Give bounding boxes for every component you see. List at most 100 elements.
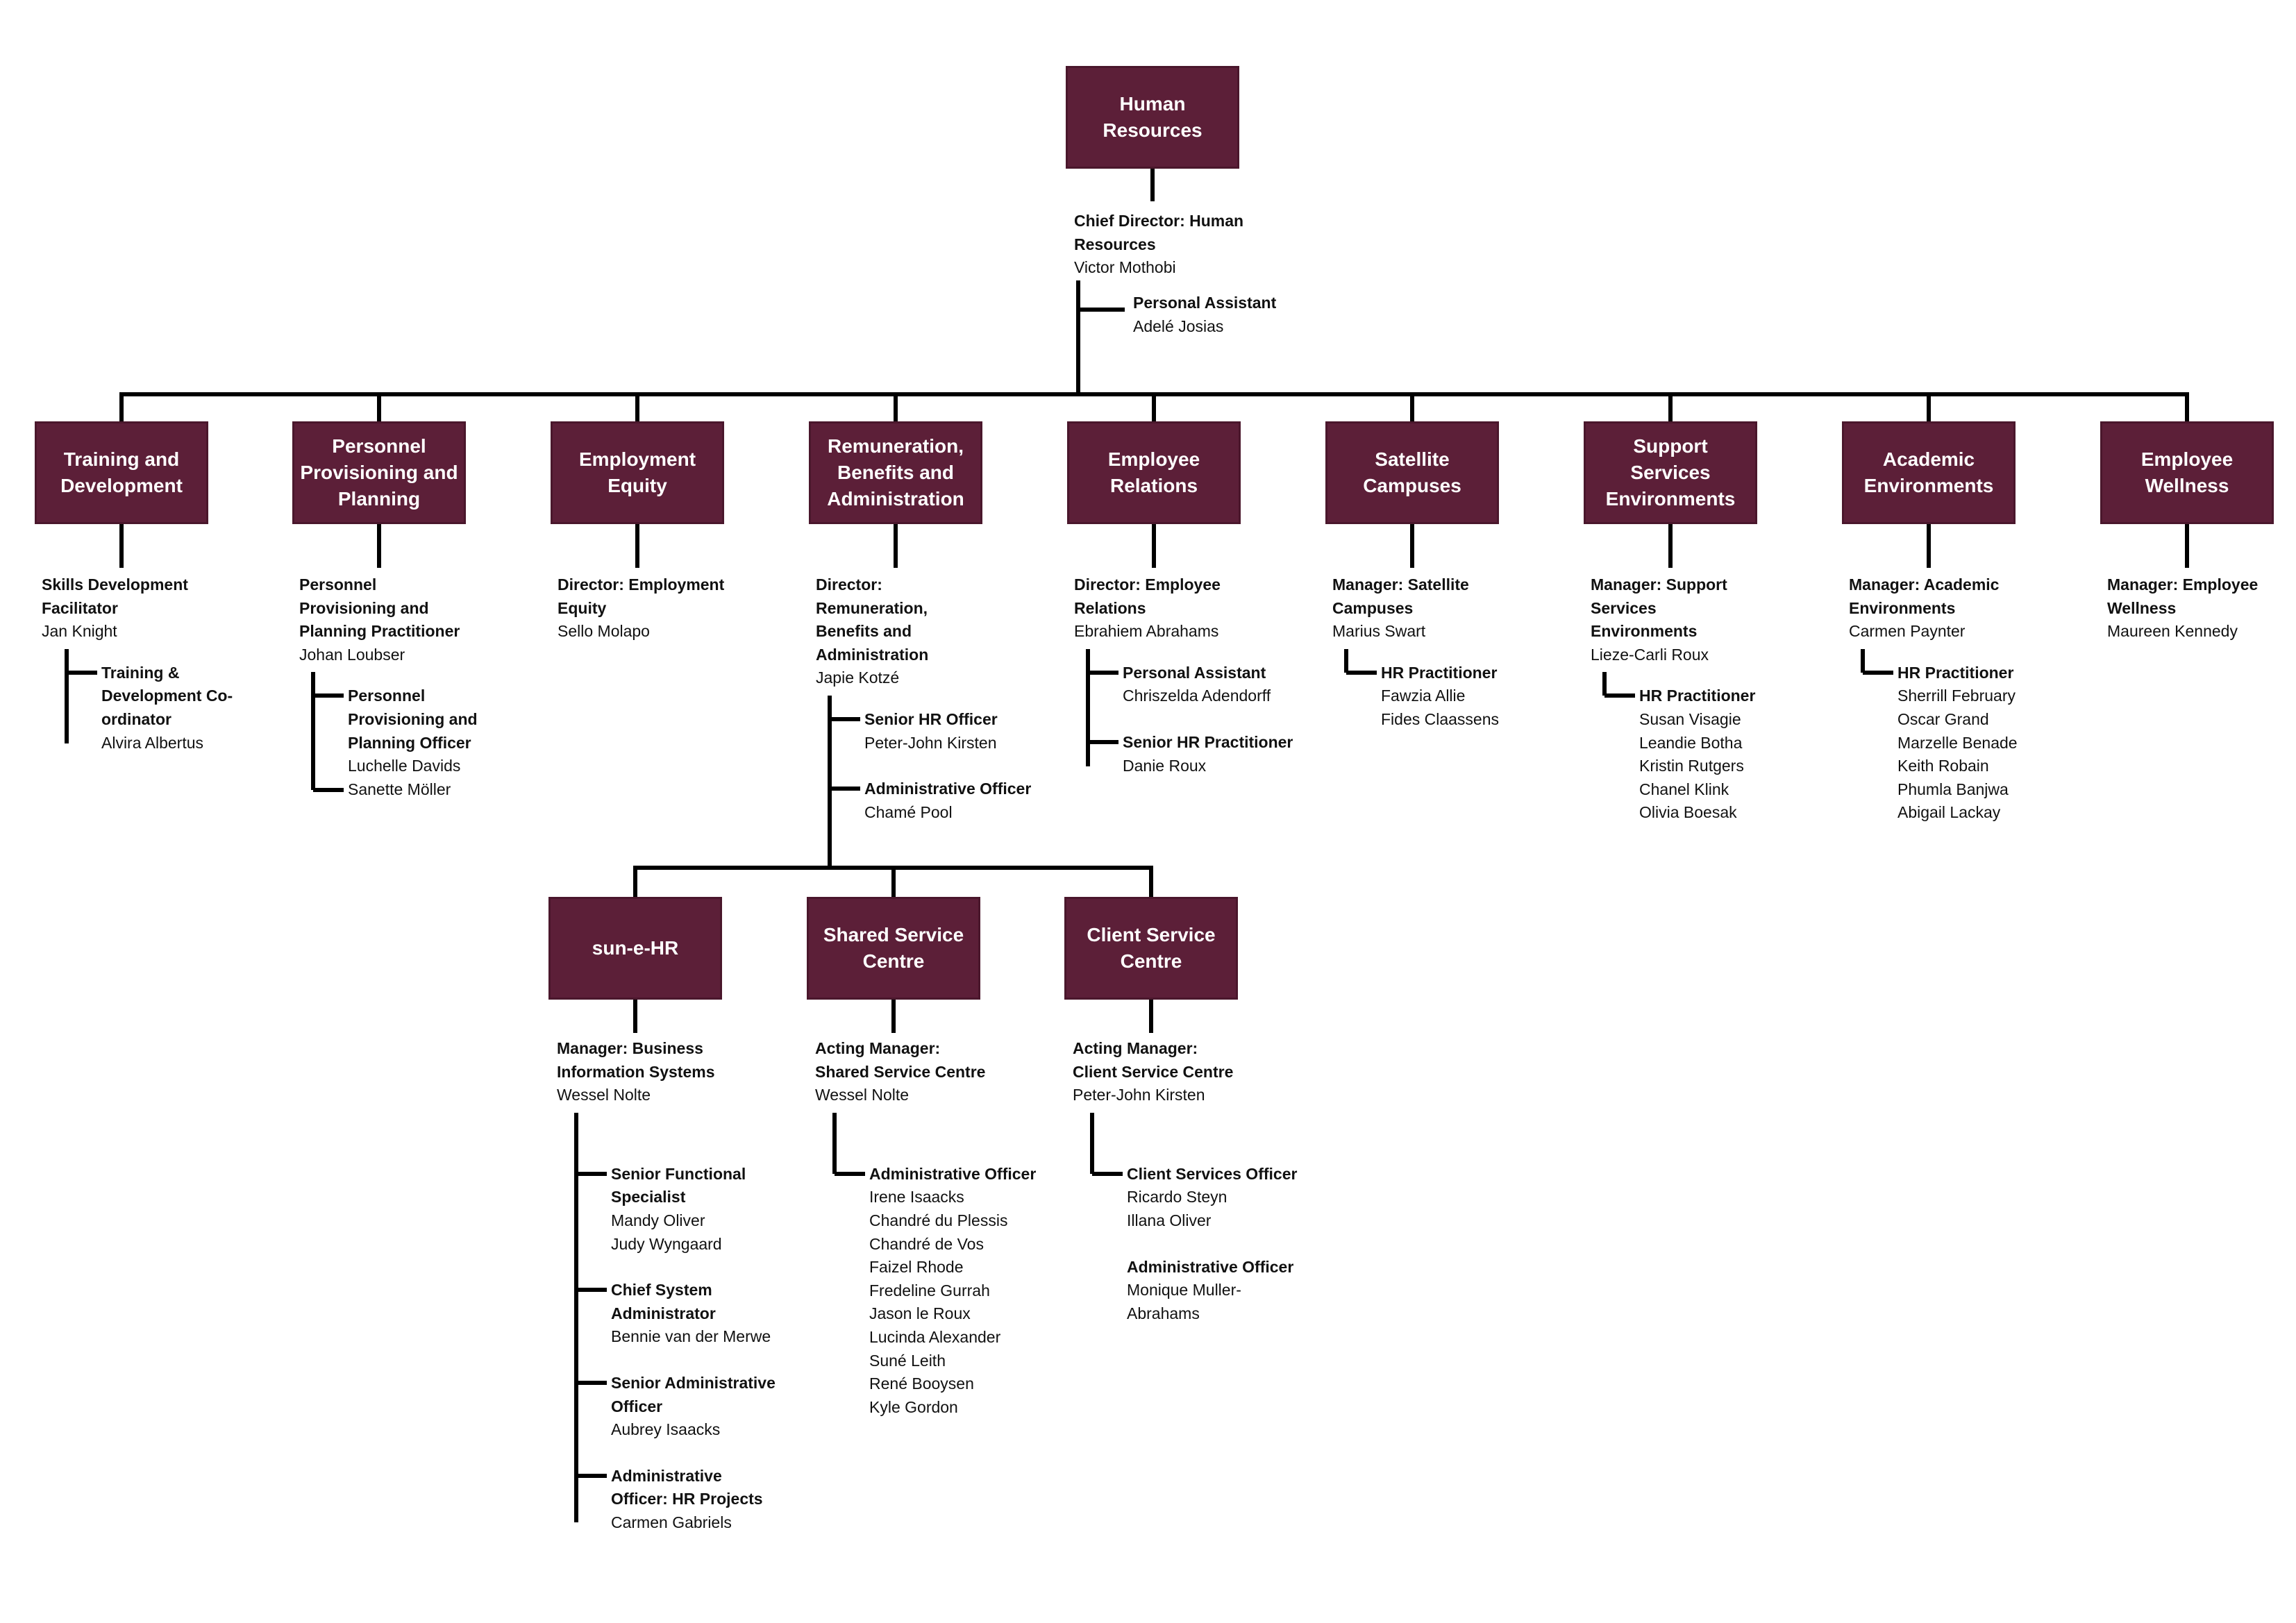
dept-satellite-sub-0-names: Fawzia Allie Fides Claassens	[1381, 687, 1500, 728]
dept-head-equity-names: Sello Molapo	[558, 622, 650, 641]
dept-head-training-names: Jan Knight	[42, 622, 117, 641]
dept-branch-academic-0	[1863, 670, 1893, 675]
subunit-head-suneh-names: Wessel Nolte	[557, 1086, 651, 1104]
dept-trunk-relations	[1086, 648, 1090, 767]
subunit-box-ssc: Shared Service Centre	[807, 897, 980, 1000]
dept-support-sub-0-names: Susan Visagie Leandie Botha Kristin Rutg…	[1639, 709, 1744, 822]
dept-head-connector-support	[1668, 524, 1673, 568]
dept-box-satellite: Satellite Campuses	[1325, 421, 1499, 524]
dept-box-equity: Employment Equity	[551, 421, 724, 524]
dept-branch-relations-0	[1088, 670, 1118, 675]
dept-provisioning-sub-0-names: Luchelle Davids Sanette Möller	[348, 757, 461, 798]
dept-satellite-sub-0-title: HR Practitioner	[1381, 663, 1498, 682]
dept-provisioning-sub-0: Personnel Provisioning and Planning Offi…	[348, 684, 556, 801]
dept-head-relations-names: Ebrahiem Abrahams	[1074, 622, 1219, 641]
dept-training-sub-0-names: Alvira Albertus	[101, 733, 204, 752]
dept-remuneration-sub-0-names: Peter-John Kirsten	[864, 733, 997, 752]
dept-branch-remuneration-0	[830, 717, 860, 721]
dept-box-training: Training and Development	[35, 421, 208, 524]
subunit-trunk-ssc	[832, 1112, 837, 1174]
dept-connector-equity	[635, 392, 639, 421]
root-trunk	[1076, 280, 1080, 394]
dept-head-support-names: Lieze-Carli Roux	[1591, 645, 1709, 664]
dept-trunk-satellite	[1344, 648, 1348, 673]
dept-branch-relations-1	[1088, 740, 1118, 744]
dept-box-relations: Employee Relations	[1067, 421, 1241, 524]
dept-relations-sub-0-title: Personal Assistant	[1123, 663, 1266, 682]
dept-head-wellness-names: Maureen Kennedy	[2107, 622, 2238, 641]
dept-head-academic-names: Carmen Paynter	[1849, 622, 1966, 641]
subunit-suneh-sub-0-title: Senior Functional Specialist	[611, 1164, 746, 1206]
dept-connector-relations	[1152, 392, 1156, 421]
subunit-csc-sub-0-title: Client Services Officer	[1127, 1164, 1298, 1183]
subunit-head-ssc-title: Acting Manager: Shared Service Centre	[815, 1039, 986, 1081]
dept-branch-support-0	[1604, 693, 1635, 698]
subunit-suneh-sub-2-names: Aubrey Isaacks	[611, 1420, 721, 1439]
subunit-branch-ssc-0	[835, 1171, 865, 1176]
root-head-names: Victor Mothobi	[1074, 258, 1176, 277]
dept-remuneration-sub-1-names: Chamé Pool	[864, 802, 953, 821]
dept-head-provisioning: Personnel Provisioning and Planning Prac…	[299, 573, 508, 666]
subunit-ssc-sub-0-names: Irene Isaacks Chandré du Plessis Chandré…	[869, 1188, 1008, 1416]
assistant-connector	[1078, 308, 1125, 312]
dept-relations-sub-1-title: Senior HR Practitioner	[1123, 733, 1293, 751]
subunit-csc-sub-0-names: Ricardo Steyn Illana Oliver	[1127, 1188, 1227, 1229]
subunit-connector-suneh	[633, 868, 637, 897]
subunit-suneh-sub-0-names: Mandy Oliver Judy Wyngaard	[611, 1211, 722, 1253]
dept-connector-wellness	[2185, 392, 2189, 421]
subunit-trunk-suneh	[574, 1112, 578, 1522]
dept-trunk-remuneration	[828, 696, 832, 868]
dept-relations-sub-1-names: Danie Roux	[1123, 756, 1207, 775]
root-connector	[1150, 169, 1155, 201]
subunit-head-csc-title: Acting Manager: Client Service Centre	[1073, 1039, 1234, 1081]
root-assistant-title: Personal Assistant	[1133, 294, 1277, 312]
dept-head-training-title: Skills Development Facilitator	[42, 575, 188, 617]
dept-head-connector-academic	[1927, 524, 1931, 568]
subunit-head-csc-names: Peter-John Kirsten	[1073, 1086, 1205, 1104]
subunit-box-suneh: sun-e-HR	[548, 897, 722, 1000]
dept-trunk-academic	[1861, 648, 1865, 673]
dept-head-connector-satellite	[1410, 524, 1414, 568]
subunit-suneh-sub-1-names: Bennie van der Merwe	[611, 1327, 771, 1346]
dept-head-wellness-title: Manager: Employee Wellness	[2107, 575, 2259, 617]
subunit-head-connector-suneh	[633, 1000, 637, 1033]
dept-head-satellite-title: Manager: Satellite Campuses	[1332, 575, 1469, 617]
root-assistant-names: Adelé Josias	[1133, 317, 1224, 335]
dept-trunk-training	[65, 648, 69, 744]
subunit-head-connector-ssc	[891, 1000, 896, 1033]
dept-branch-provisioning-0	[313, 693, 344, 698]
dept-head-connector-provisioning	[377, 524, 381, 568]
dept-trunk-provisioning	[311, 672, 315, 791]
subunit-csc-sub-1-names: Monique Muller- Abrahams	[1127, 1281, 1241, 1322]
dept-connector-academic	[1927, 392, 1931, 421]
subunit-trunk-csc	[1090, 1112, 1094, 1174]
subunit-suneh-sub-3-title: Administrative Officer: HR Projects	[611, 1466, 763, 1508]
dept-head-connector-equity	[635, 524, 639, 568]
subunit-suneh-sub-1-title: Chief System Administrator	[611, 1281, 716, 1322]
subunit-connector-csc	[1149, 868, 1153, 897]
root-head-title: Chief Director: Human Resources	[1074, 212, 1244, 253]
dept-head-connector-remuneration	[894, 524, 898, 568]
dept-box-remuneration: Remuneration, Benefits and Administratio…	[809, 421, 982, 524]
dept-box-support: Support Services Environments	[1584, 421, 1757, 524]
dept-connector-provisioning	[377, 392, 381, 421]
